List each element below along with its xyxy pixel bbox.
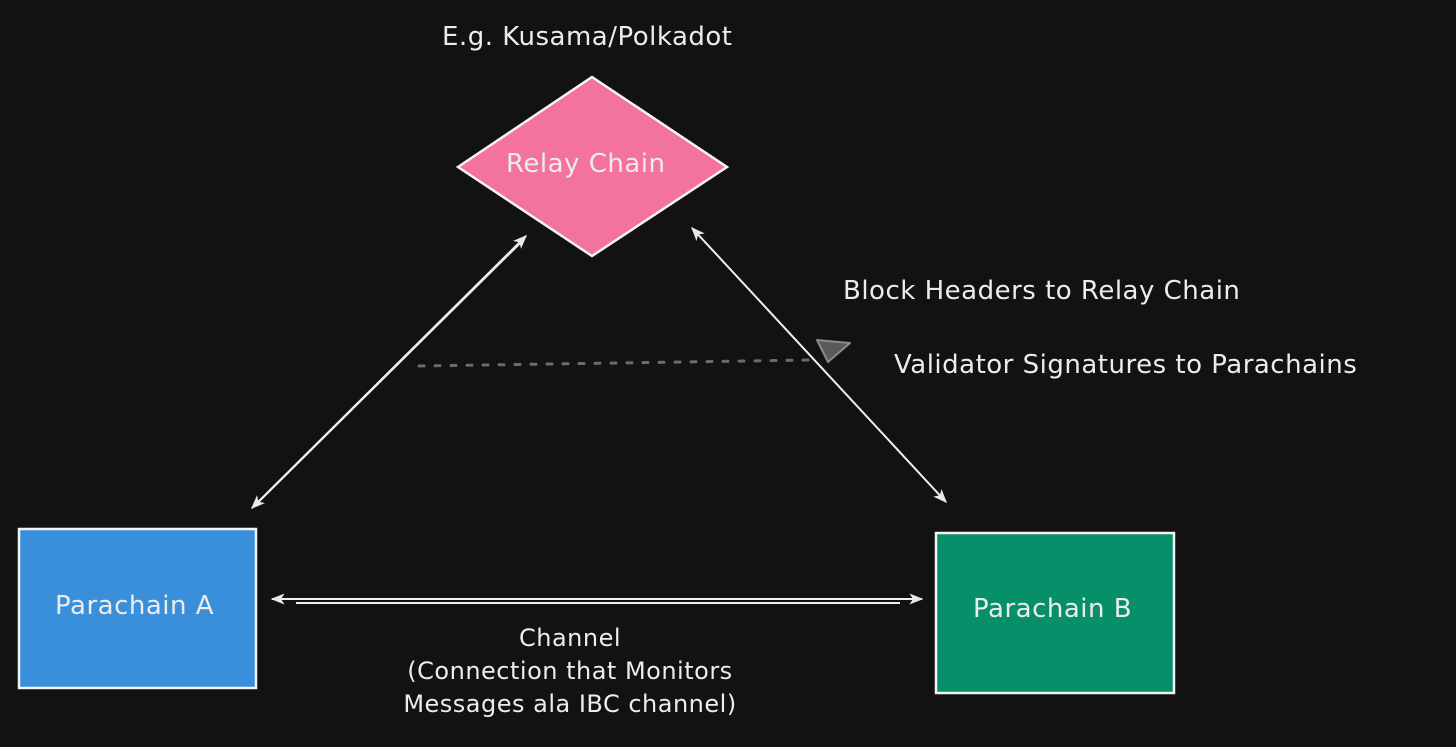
channel-desc-line2: Messages ala IBC channel) xyxy=(403,690,737,718)
channel-label-block: Channel (Connection that Monitors Messag… xyxy=(400,622,740,721)
block-headers-annotation: Block Headers to Relay Chain xyxy=(843,276,1241,306)
parachain-b-label: Parachain B xyxy=(973,594,1133,624)
arrow-parachain-b-relay[interactable] xyxy=(691,226,947,504)
arrow-parachain-a-relay[interactable] xyxy=(251,235,527,509)
relay-chain-diamond[interactable] xyxy=(455,75,730,258)
parachain-b-box[interactable] xyxy=(934,531,1176,695)
cursor-pointer-icon xyxy=(816,339,851,363)
channel-title: Channel xyxy=(518,624,622,652)
arrow-parachain-a-relay-sketch xyxy=(254,241,523,507)
validator-signatures-annotation: Validator Signatures to Parachains xyxy=(894,350,1358,380)
relay-chain-label: Relay Chain xyxy=(506,149,666,179)
channel-desc-line1: (Connection that Monitors xyxy=(407,657,733,685)
parachain-a-box[interactable] xyxy=(17,527,258,690)
dotted-connector xyxy=(417,358,814,368)
parachain-a-label: Parachain A xyxy=(55,591,215,621)
top-caption: E.g. Kusama/Polkadot xyxy=(442,22,733,52)
